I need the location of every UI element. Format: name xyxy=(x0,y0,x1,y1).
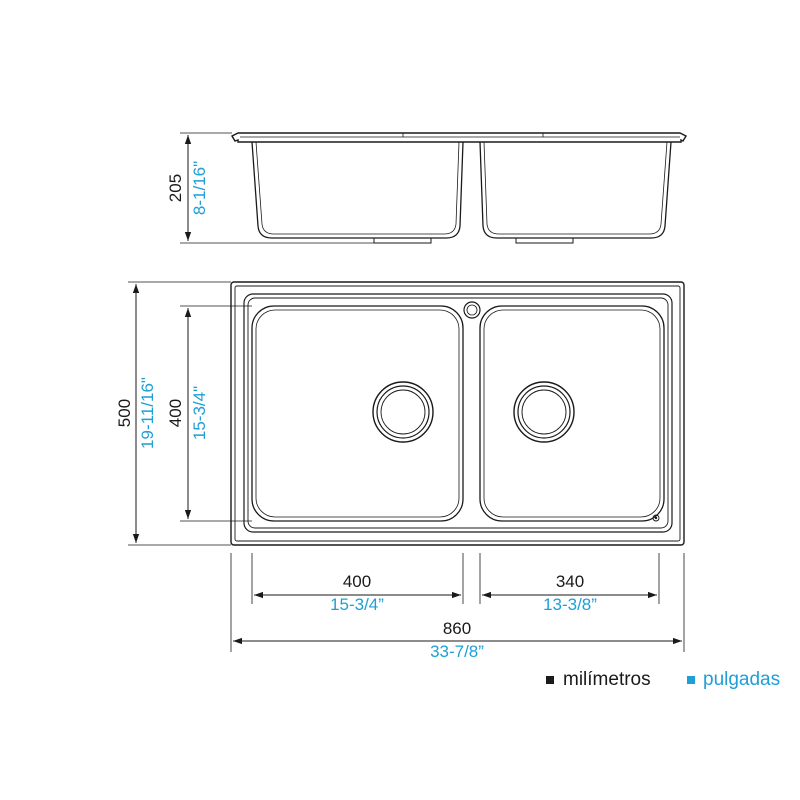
left-bowl xyxy=(251,305,464,522)
overall-width-in-label: 33-7/8” xyxy=(430,642,484,661)
overflow-mark xyxy=(652,514,660,522)
legend: milímetros pulgadas xyxy=(546,669,780,690)
height-in-label: 8-1/16" xyxy=(190,161,209,215)
left-drain xyxy=(372,381,434,443)
right-bowl-mm-label: 340 xyxy=(556,572,584,591)
right-bowl-in-label: 13-3/8” xyxy=(543,595,597,614)
left-bowl-in-label: 15-3/4” xyxy=(330,595,384,614)
side-view: 205 8-1/16" xyxy=(166,132,687,244)
height-mm-label: 205 xyxy=(166,174,185,202)
plan-view: 500 19-11/16" 400 15-3/4" xyxy=(115,281,685,546)
legend-in-swatch xyxy=(687,676,695,684)
legend-mm-label: milímetros xyxy=(563,669,651,690)
faucet-hole xyxy=(463,301,481,319)
legend-in-label: pulgadas xyxy=(703,669,780,690)
overall-depth-in-label: 19-11/16" xyxy=(138,377,157,449)
bowl-depth-in-label: 15-3/4" xyxy=(190,386,209,440)
legend-mm-swatch xyxy=(546,676,554,684)
overall-depth-mm-label: 500 xyxy=(115,399,134,427)
sink-outer-frame xyxy=(230,281,685,546)
left-bowl-mm-label: 400 xyxy=(343,572,371,591)
right-drain xyxy=(513,381,575,443)
width-dimensions: 400 15-3/4” 340 13-3/8” 860 33-7/8” xyxy=(230,553,685,661)
right-bowl xyxy=(479,305,665,522)
bowl-depth-mm-label: 400 xyxy=(166,399,185,427)
overall-width-mm-label: 860 xyxy=(443,619,471,638)
